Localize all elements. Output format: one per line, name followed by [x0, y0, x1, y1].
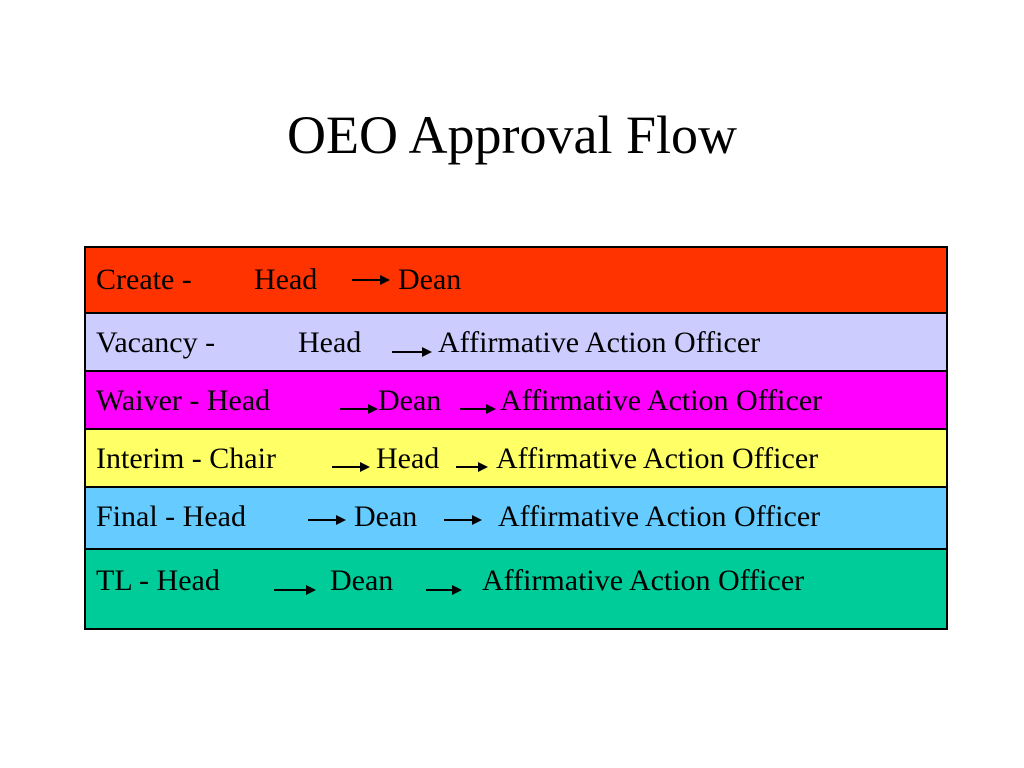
arrow-right-icon [456, 457, 488, 477]
step-affirmative-action-officer: Affirmative Action Officer [438, 326, 761, 359]
slide-title: OEO Approval Flow [287, 105, 737, 165]
arrow-right-icon [332, 457, 370, 477]
step-affirmative-action-officer: Affirmative Action Officer [482, 564, 805, 597]
row-label: Vacancy - [96, 326, 216, 359]
arrow-right-icon [392, 342, 432, 362]
step-affirmative-action-officer: Affirmative Action Officer [496, 442, 819, 475]
arrow-right-icon [460, 399, 496, 419]
flow-row-final: Final - Head Dean Affirmative Action Off… [86, 488, 946, 550]
row-label: Create - [96, 263, 192, 296]
flow-row-create: Create - Head Dean [86, 248, 946, 314]
arrow-right-icon [274, 580, 316, 600]
arrow-right-icon [308, 510, 346, 530]
step-affirmative-action-officer: Affirmative Action Officer [500, 384, 823, 417]
flow-row-tl: TL - Head Dean Affirmative Action Office… [86, 550, 946, 628]
flow-row-waiver: Waiver - Head Dean Affirmative Action Of… [86, 372, 946, 430]
step-head: Head [254, 263, 318, 296]
step-dean: Dean [330, 564, 394, 597]
approval-flow-table: Create - Head Dean Vacancy - Head Affirm… [84, 246, 948, 630]
row-label: Final - Head [96, 500, 246, 533]
flow-row-vacancy: Vacancy - Head Affirmative Action Office… [86, 314, 946, 372]
arrow-right-icon [426, 580, 462, 600]
row-label: Interim - Chair [96, 442, 276, 475]
step-head: Head [376, 442, 440, 475]
step-dean: Dean [354, 500, 418, 533]
arrow-right-icon [352, 270, 390, 290]
row-label: TL - Head [96, 564, 220, 597]
arrow-right-icon [444, 510, 482, 530]
step-dean: Dean [398, 263, 462, 296]
step-dean: Dean [378, 384, 442, 417]
step-affirmative-action-officer: Affirmative Action Officer [498, 500, 821, 533]
flow-row-interim: Interim - Chair Head Affirmative Action … [86, 430, 946, 488]
row-label: Waiver - Head [96, 384, 271, 417]
arrow-right-icon [340, 399, 378, 419]
step-head: Head [298, 326, 362, 359]
